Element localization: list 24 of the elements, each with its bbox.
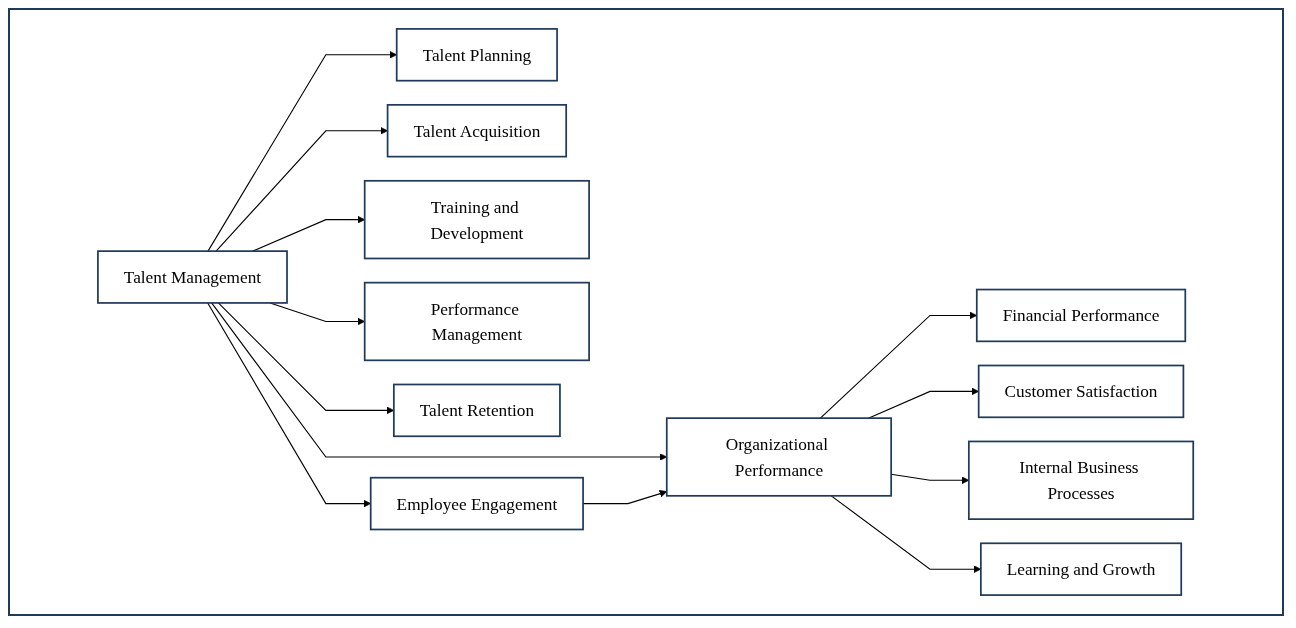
- node-box: [364, 281, 591, 362]
- node-box: [364, 179, 591, 260]
- arrow: [270, 302, 366, 326]
- arrow: [211, 302, 668, 461]
- node-box: [387, 104, 568, 158]
- arrow: [831, 495, 982, 573]
- arrow: [891, 473, 970, 485]
- arrow: [207, 302, 372, 508]
- node-box: [393, 383, 562, 438]
- arrow: [215, 126, 389, 252]
- node-box: [976, 288, 1187, 343]
- node-box: [980, 542, 1183, 596]
- arrow: [252, 215, 366, 252]
- arrow: [207, 51, 398, 252]
- arrow: [868, 387, 980, 419]
- diagram-frame: Talent Planning Talent Acquisition Training and Development Performance Management Talent Retention Talent Management Employee Engagement Organizational Performance Financial Performance Customer Satisfaction Internal Business Processes Learning and Growth: [8, 8, 1284, 616]
- node-box: [370, 476, 585, 531]
- node-box: [968, 440, 1195, 520]
- node-box: [666, 417, 893, 497]
- node-box: [396, 28, 559, 82]
- node-box: [97, 250, 289, 304]
- arrow: [820, 311, 978, 419]
- arrow: [218, 302, 395, 415]
- node-box: [978, 364, 1185, 419]
